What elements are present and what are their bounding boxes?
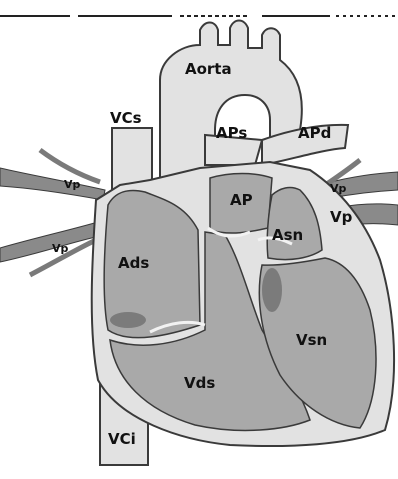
shadow-right-atrium: [110, 312, 146, 328]
label-apd: APd: [298, 124, 331, 142]
label-ads: Ads: [118, 254, 149, 272]
label-vp-right-lower: Vp: [330, 208, 353, 226]
label-vds: Vds: [184, 374, 215, 392]
label-aps: APs: [216, 124, 247, 142]
label-vcs: VCs: [110, 109, 142, 127]
pulmonary-veins-left: [0, 150, 105, 275]
label-vci: VCi: [108, 430, 136, 448]
label-aorta: Aorta: [185, 60, 232, 78]
label-vp-left-lower: Vp: [52, 242, 69, 255]
label-vp-left-upper: Vp: [64, 178, 81, 191]
label-vsn: Vsn: [296, 331, 327, 349]
label-asn: Asn: [272, 226, 303, 244]
label-ap: AP: [230, 191, 253, 209]
shadow-left-ventricle: [262, 268, 282, 312]
label-vp-right-upper: Vp: [330, 182, 347, 195]
